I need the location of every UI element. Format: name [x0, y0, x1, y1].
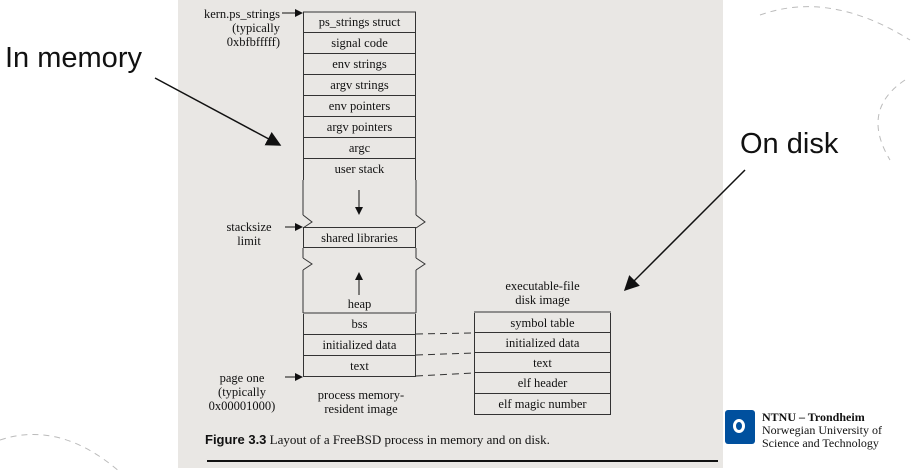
label-line: page one [219, 371, 265, 385]
in-memory-arrow [154, 77, 282, 146]
figure-caption: Figure 3.3 Layout of a FreeBSD process i… [205, 432, 550, 448]
on-disk-label: On disk [740, 128, 839, 160]
memory-cell: argv pointers [303, 117, 416, 138]
label-line: 0xbfbfffff) [226, 35, 280, 49]
logo-line2: Science and Technology [762, 436, 879, 450]
on-disk-arrow [623, 169, 746, 292]
memory-cell: argv strings [303, 75, 416, 96]
label-line: process memory- [317, 388, 405, 402]
label-line: stacksize [226, 220, 272, 234]
disk-cell: text [474, 353, 611, 373]
logo-name: NTNU – Trondheim [762, 410, 865, 424]
in-memory-label: In memory [5, 42, 142, 74]
stacksize-limit-label: stacksize limit [215, 220, 283, 248]
disk-cell: symbol table [474, 313, 611, 333]
label-line: limit [237, 234, 261, 248]
memory-cell: initialized data [303, 335, 416, 356]
process-image-caption: process memory- resident image [306, 388, 416, 416]
disk-image-title: executable-file disk image [474, 279, 611, 307]
memory-cell: env strings [303, 54, 416, 75]
label-line: disk image [515, 293, 570, 307]
disk-cell: initialized data [474, 333, 611, 353]
scanned-book-page [178, 0, 723, 468]
label-line: resident image [324, 402, 398, 416]
memory-cell-shared-libraries: shared libraries [303, 227, 416, 248]
figure-number: Figure 3.3 [205, 432, 267, 447]
memory-cell: signal code [303, 33, 416, 54]
memory-cell-user-stack: user stack [303, 159, 416, 180]
memory-cell: bss [303, 314, 416, 335]
ntnu-logo-icon [725, 410, 755, 444]
decor-arc [759, 6, 911, 41]
page-one-label: page one (typically 0x00001000) [200, 371, 284, 413]
label-line: 0x00001000) [208, 399, 276, 413]
disk-cell: elf header [474, 373, 611, 394]
kern-ps-strings-label: kern.ps_strings (typically 0xbfbfffff) [200, 7, 280, 49]
memory-heap-label: heap [347, 297, 372, 311]
memory-cell: ps_strings struct [303, 12, 416, 33]
memory-cell: argc [303, 138, 416, 159]
figure-caption-text: Layout of a FreeBSD process in memory an… [266, 432, 550, 447]
logo-line1: Norwegian University of [762, 423, 882, 437]
disk-cell: elf magic number [474, 394, 611, 415]
label-line: (typically [218, 385, 266, 399]
label-line: (typically [232, 21, 280, 35]
memory-cell: text [303, 356, 416, 377]
label-line: executable-file [505, 279, 580, 293]
label-line: kern.ps_strings [203, 7, 280, 21]
memory-cell: env pointers [303, 96, 416, 117]
